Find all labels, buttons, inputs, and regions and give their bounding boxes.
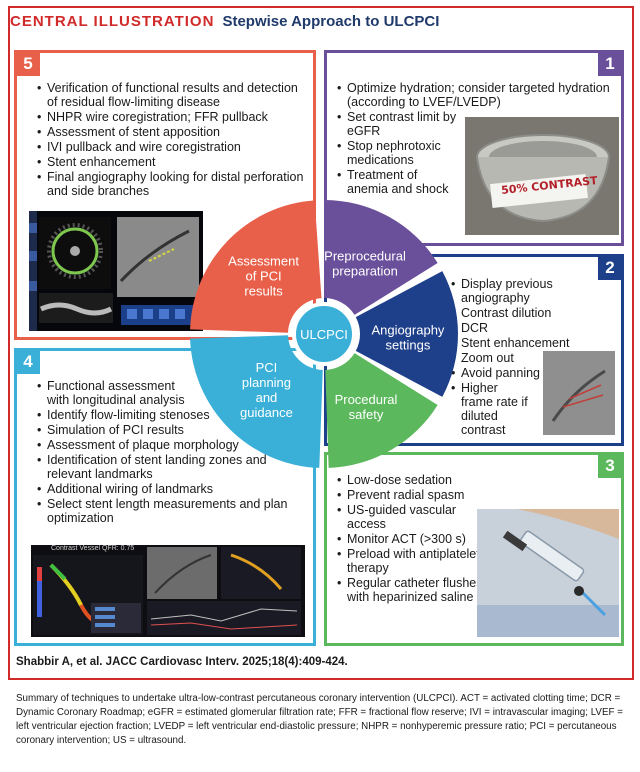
step-1-list: Optimize hydration; consider targeted hy… [337, 81, 617, 197]
wheel-segment [190, 200, 322, 333]
panel-step-4: 4 Functional assessment with longitudina… [14, 348, 316, 646]
wheel-segment [355, 271, 458, 397]
step-number-5: 5 [16, 52, 40, 76]
ivus-screenshot [29, 211, 203, 331]
list-item: Optimize hydration; consider targeted hy… [337, 81, 617, 109]
step-number-3: 3 [598, 454, 622, 478]
list-item: Preload with antiplatelet therapy [337, 547, 487, 575]
list-item: Verification of functional results and d… [37, 81, 307, 109]
list-item: Low-dose sedation [337, 473, 487, 487]
wheel-center-label: ULCPCI [300, 327, 348, 342]
citation: Shabbir A, et al. JACC Cardiovasc Interv… [16, 656, 348, 668]
list-item: Display previous angiography [451, 277, 621, 305]
wheel-segment [324, 200, 438, 315]
list-item: Regular catheter flushes with heparinize… [337, 576, 487, 604]
header-title: Stepwise Approach to ULCPCI [222, 12, 440, 30]
figure-caption: Summary of techniques to undertake ultra… [16, 693, 623, 746]
list-item: Final angiography looking for distal per… [37, 170, 307, 198]
list-item: Functional assessment with longitudinal … [37, 379, 187, 407]
list-item: Simulation of PCI results [37, 423, 307, 437]
list-item: Prevent radial spasm [337, 488, 487, 502]
list-item: Additional wiring of landmarks [37, 482, 307, 496]
wheel-segment [325, 353, 438, 468]
list-item: Higher frame rate if diluted contrast [451, 381, 533, 437]
step-5-list: Verification of functional results and d… [37, 81, 307, 199]
contrast-bowl-photo: 50% CONTRAST [465, 117, 619, 235]
list-item: Stop nephrotoxic medications [337, 139, 457, 167]
step-number-4: 4 [16, 350, 40, 374]
list-item: NHPR wire coregistration; FFR pullback [37, 110, 307, 124]
list-item: Assessment of stent apposition [37, 125, 307, 139]
wheel-center [292, 302, 356, 366]
header-kicker: CENTRAL ILLUSTRATION [10, 12, 215, 30]
list-item: Set contrast limit by eGFR [337, 110, 457, 138]
step-3-list: Low-dose sedation Prevent radial spasm U… [337, 473, 487, 605]
list-item: Avoid panning [451, 366, 621, 380]
list-item: Stent enhancement [451, 336, 621, 350]
list-item: Identification of stent landing zones an… [37, 453, 307, 481]
panel-step-3: 3 Low-dose sedation Prevent radial spasm… [324, 452, 624, 646]
list-item: Identify flow-limiting stenoses [37, 408, 307, 422]
step-2-list: Display previous angiography Contrast di… [451, 277, 621, 438]
list-item: US-guided vascular access [337, 503, 487, 531]
angiography-image [543, 351, 615, 435]
list-item: Select stent length measurements and pla… [37, 497, 307, 525]
qfr-screen-title: Contrast Vessel QFR: 0.75 [51, 545, 135, 552]
list-item: Contrast dilution [451, 306, 621, 320]
step-4-list: Functional assessment with longitudinal … [37, 379, 307, 526]
wheel-segment [190, 335, 323, 468]
list-item: Stent enhancement [37, 155, 307, 169]
qfr-screenshot: Contrast Vessel QFR: 0.75 [31, 545, 305, 637]
step-number-1: 1 [598, 52, 622, 76]
header: CENTRAL ILLUSTRATION Stepwise Approach t… [10, 8, 439, 34]
syringe-photo [477, 509, 619, 637]
list-item: Treatment of anemia and shock [337, 168, 457, 196]
panel-step-5: 5 Verification of functional results and… [14, 50, 316, 340]
list-item: Monitor ACT (>300 s) [337, 532, 487, 546]
step-number-2: 2 [598, 256, 622, 280]
list-item: IVI pullback and wire coregistration [37, 140, 307, 154]
list-item: Assessment of plaque morphology [37, 438, 307, 452]
list-item: DCR [451, 321, 621, 335]
